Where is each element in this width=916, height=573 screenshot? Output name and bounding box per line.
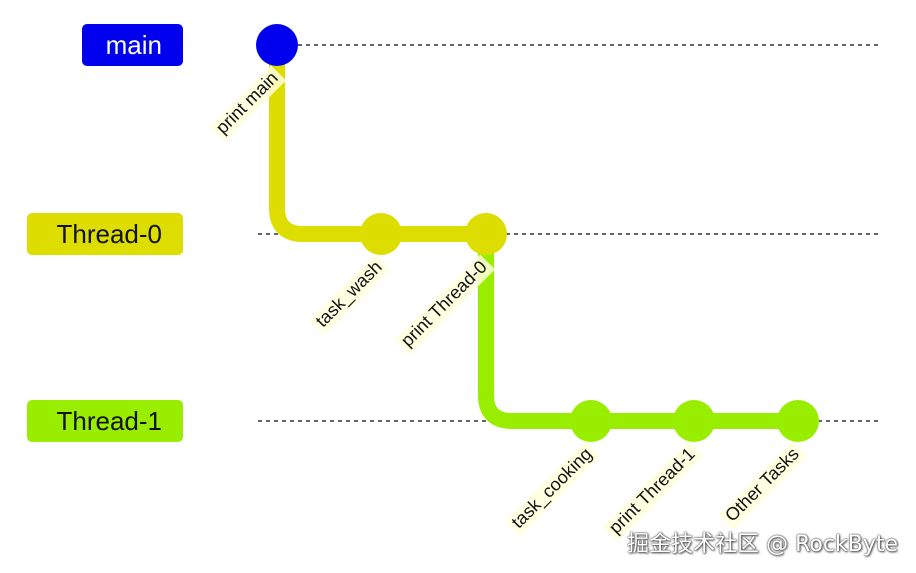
commit-nodes — [256, 24, 819, 442]
commit-node-3 — [570, 400, 612, 442]
lane-label-main: main — [82, 24, 183, 66]
commit-label-bg — [309, 254, 391, 336]
lane-label-text: Thread-0 — [57, 219, 163, 249]
commit-node-4 — [673, 400, 715, 442]
commit-label-text: print Thread-0 — [397, 257, 491, 351]
lane-label-box — [82, 24, 183, 66]
commit-label-5: Other Tasks — [718, 441, 808, 530]
commit-node-2 — [465, 213, 507, 255]
commit-label-3: task_cooking — [505, 441, 601, 537]
commit-label-bg — [505, 441, 601, 537]
lane-lines — [258, 44, 878, 422]
commit-node-1 — [360, 213, 402, 255]
commit-label-bg — [209, 65, 287, 142]
lane-label-text: Thread-1 — [57, 406, 163, 436]
commit-node-5 — [777, 400, 819, 442]
lane-label-text: main — [106, 30, 162, 60]
branch-path-thread-1 — [478, 226, 806, 429]
lane-label-thread1: Thread-1 — [27, 400, 183, 442]
commit-label-1: task_wash — [309, 254, 391, 336]
lane-label-thread0: Thread-0 — [27, 213, 183, 255]
commit-label-text: print Thread-1 — [605, 444, 699, 538]
branch-path-thread-0 — [269, 37, 494, 242]
branch-paths — [269, 37, 806, 429]
commit-node-0 — [256, 24, 298, 66]
commit-label-text: task_cooking — [507, 444, 596, 533]
watermark-text: 掘金技术社区 @ RockByte — [627, 532, 898, 557]
lane-label-box — [27, 213, 183, 255]
commit-label-bg — [602, 441, 704, 542]
commit-label-bg — [718, 441, 808, 530]
commit-label-text: Other Tasks — [721, 444, 803, 526]
commit-label-bg — [394, 254, 496, 355]
lane-label-box — [27, 400, 183, 442]
commit-label-text: task_wash — [312, 257, 387, 332]
